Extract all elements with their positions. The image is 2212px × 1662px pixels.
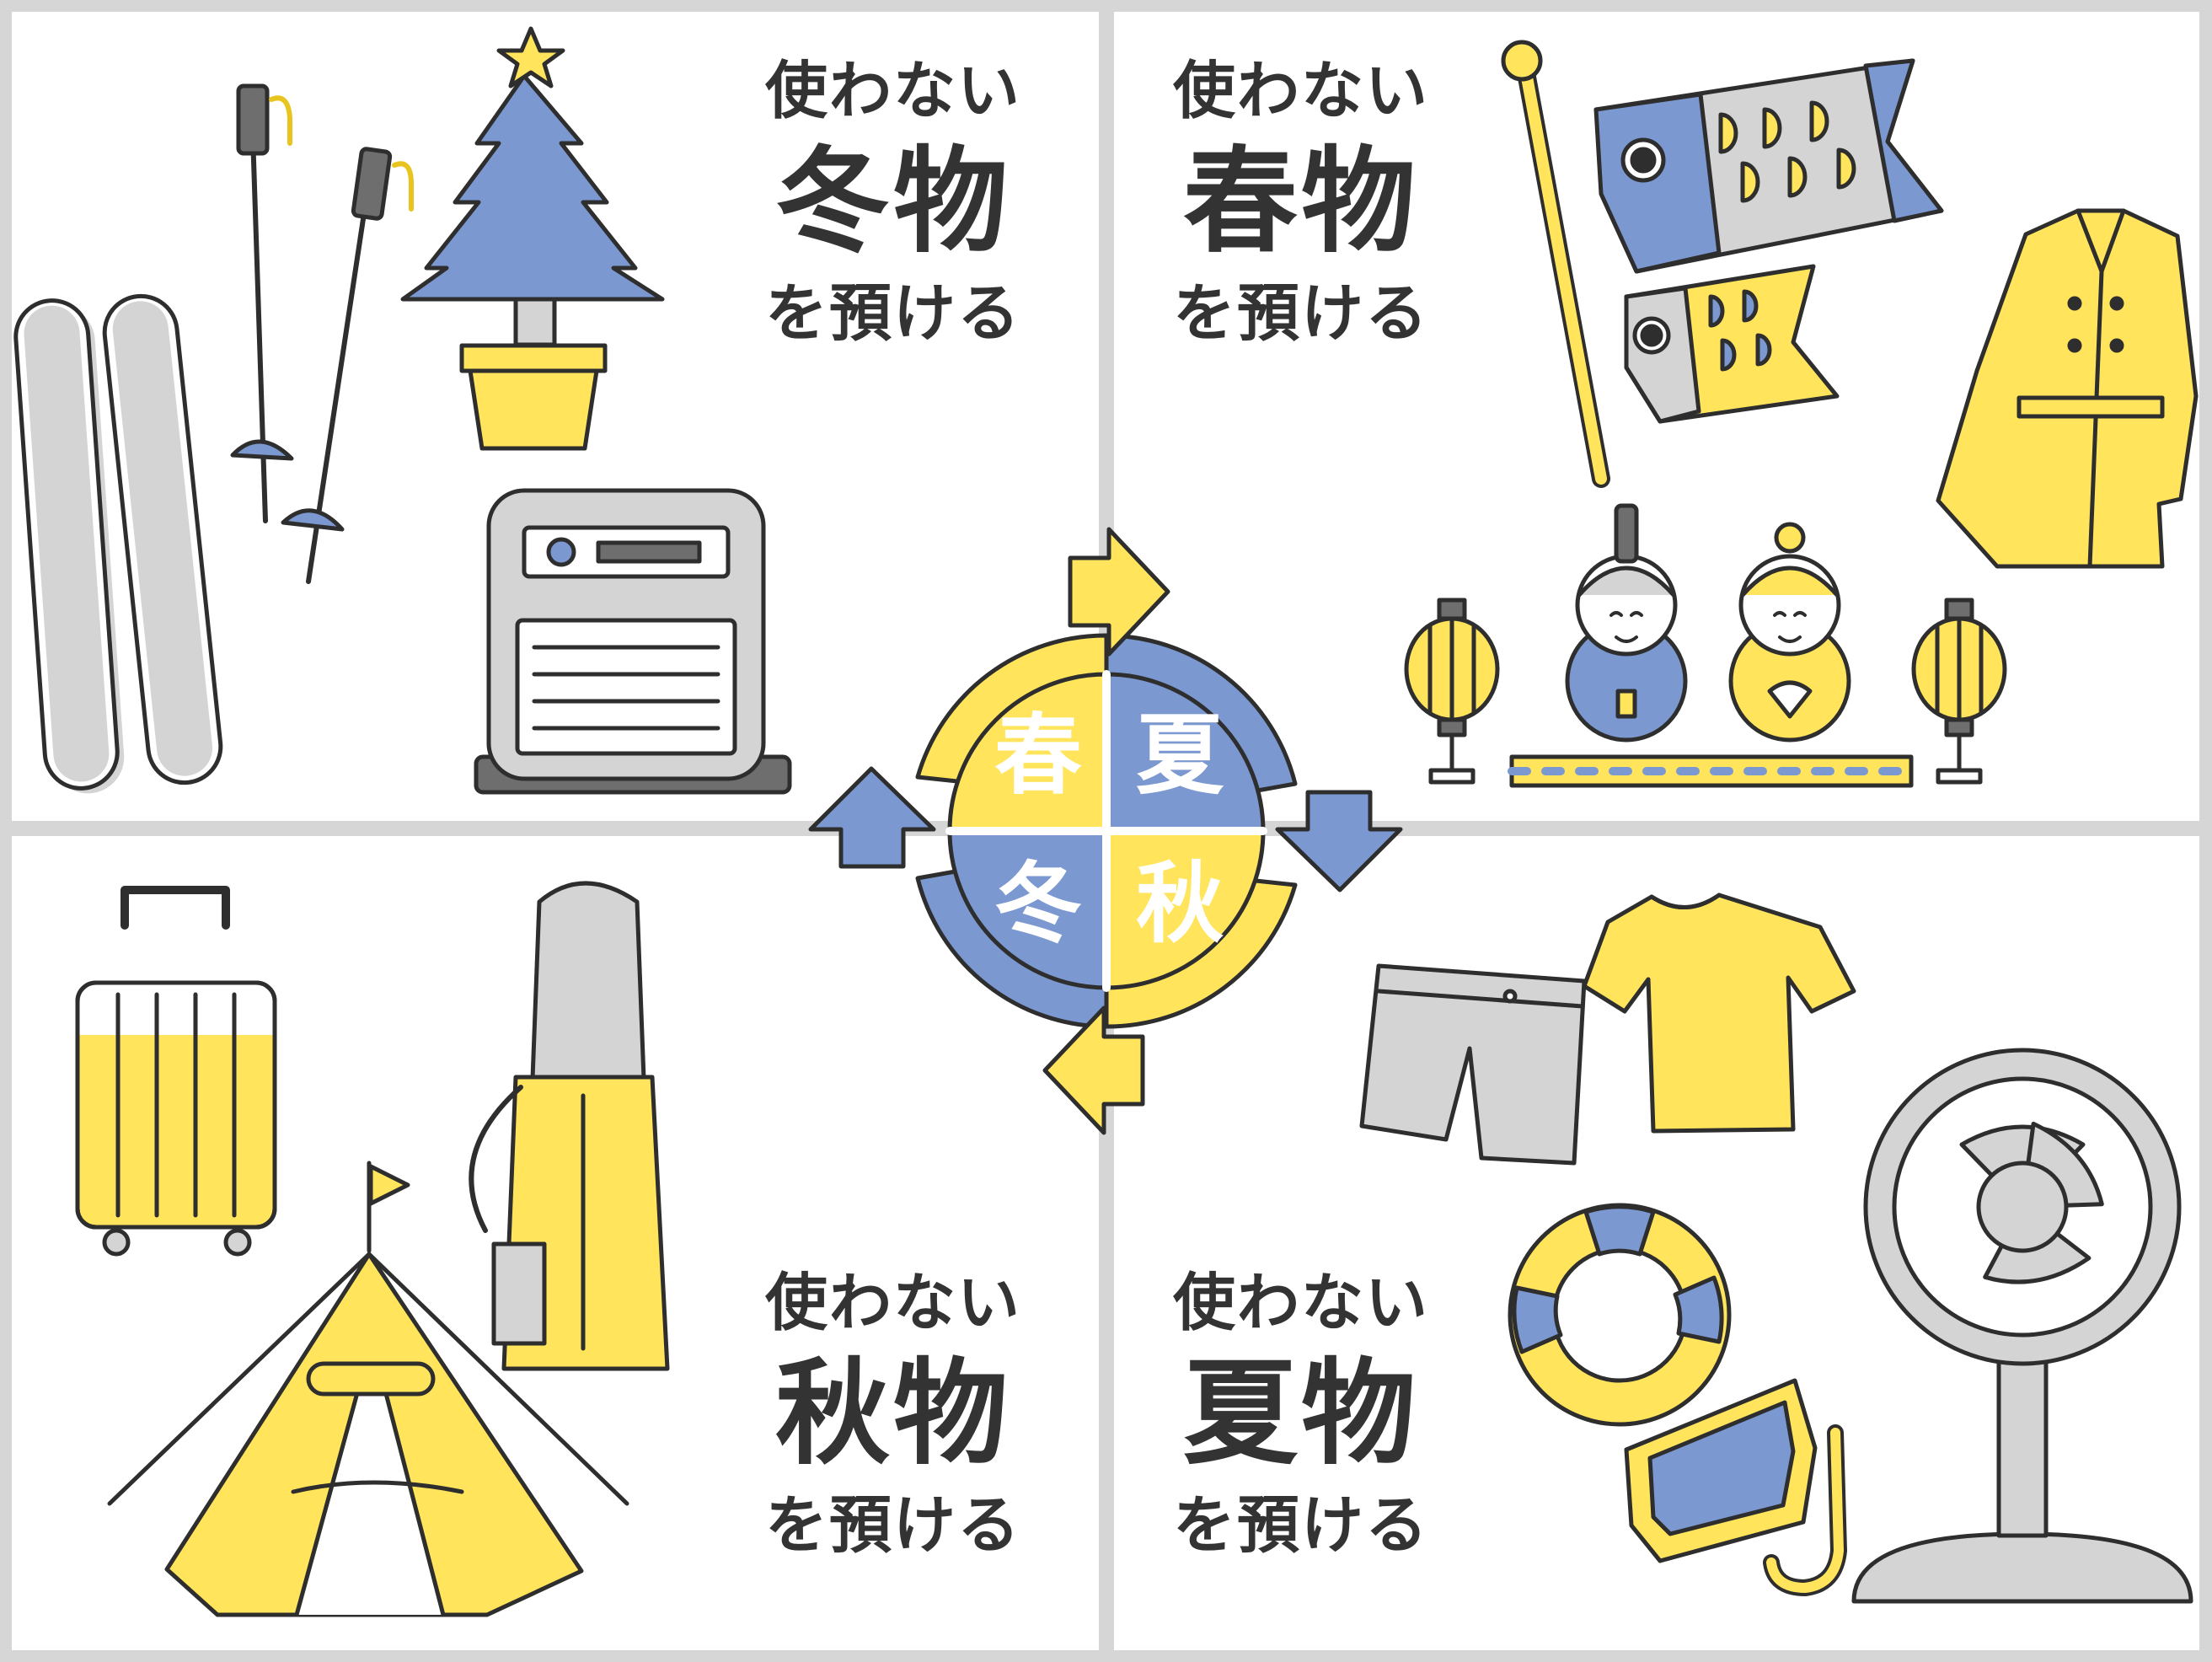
electric-fan-icon	[1851, 1048, 2193, 1604]
suitcase-icon	[75, 886, 277, 1257]
caption-summer-line1: 使わない	[1173, 1267, 1429, 1339]
caption-spring: 使わない 春物 を預ける	[1124, 51, 1478, 354]
shorts-icon	[1359, 963, 1587, 1166]
caption-autumn-line1: 使わない	[765, 1267, 1021, 1339]
hina-dolls-icon	[1508, 503, 1915, 788]
season-cycle-arrows-icon: 春 夏 冬 秋	[808, 527, 1403, 1135]
tshirt-icon	[1582, 893, 1856, 1134]
caption-winter: 使わない 冬物 を預ける	[716, 51, 1070, 354]
trench-coat-icon	[1936, 208, 2199, 569]
caption-summer-line3: を預ける	[1173, 1489, 1429, 1562]
heater-icon	[474, 488, 792, 795]
caption-autumn-line2: 秋物	[775, 1348, 1011, 1481]
lantern-icon	[1404, 598, 2007, 785]
cycle-label-spring: 春	[994, 704, 1082, 807]
cycle-label-summer: 夏	[1136, 704, 1224, 807]
caption-autumn-line3: を預ける	[765, 1489, 1021, 1562]
snorkel-mask-icon	[1624, 1378, 1847, 1596]
caption-winter-line3: を預ける	[765, 277, 1021, 350]
cycle-label-autumn: 秋	[1136, 852, 1224, 955]
skis-icon	[13, 293, 223, 794]
golf-bag-icon	[469, 881, 670, 1371]
swim-ring-icon	[1508, 1203, 1732, 1427]
ski-poles-icon	[230, 83, 414, 584]
caption-summer: 使わない 夏物 を預ける	[1124, 1263, 1478, 1566]
caption-winter-line2: 冬物	[775, 136, 1011, 269]
tent-icon	[107, 1161, 629, 1617]
caption-spring-line1: 使わない	[1173, 55, 1429, 127]
caption-spring-line2: 春物	[1183, 136, 1419, 269]
caption-summer-line2: 夏物	[1183, 1348, 1419, 1481]
caption-autumn: 使わない 秋物 を預ける	[716, 1263, 1070, 1566]
koinobori-icon	[1501, 40, 1944, 488]
caption-spring-line3: を預ける	[1173, 277, 1429, 350]
caption-winter-line1: 使わない	[765, 55, 1021, 127]
christmas-tree-icon	[400, 26, 665, 451]
cycle-label-winter: 冬	[994, 852, 1082, 955]
